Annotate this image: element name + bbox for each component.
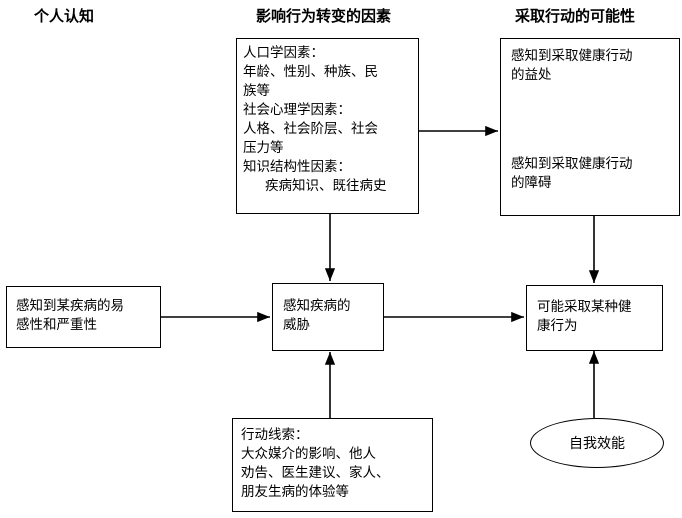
cues-text: 劝告、医生建议、家人、 [241,465,390,481]
cues-text: 大众媒介的影响、他人 [241,446,376,462]
threat-text: 感知疾病的 [283,298,351,314]
self-efficacy-ellipse: 自我效能 [530,418,664,468]
cues-text: 朋友生病的体验等 [241,484,349,500]
benefits-text: 的益处 [511,67,552,83]
cues-to-action-box: 行动线索： 大众媒介的影响、他人 劝告、医生建议、家人、 朋友生病的体验等 [232,418,433,512]
modifying-factors-line: 知识结构性因素： [243,159,351,175]
benefits-barriers-box: 感知到采取健康行动 的益处 感知到采取健康行动 的障碍 [500,38,680,216]
likelihood-of-action-box: 可能采取某种健 康行为 [526,285,663,351]
barriers-text: 的障碍 [511,175,552,191]
modifying-factors-line: 年龄、性别、种族、民 [243,64,378,80]
modifying-factors-line: 族等 [243,83,270,99]
modifying-factors-line: 社会心理学因素： [243,102,351,118]
modifying-factors-line: 人口学因素： [243,45,324,61]
susceptibility-text: 感性和严重性 [16,317,97,333]
barriers-text: 感知到采取健康行动 [511,156,633,172]
action-text: 康行为 [537,318,578,334]
susceptibility-severity-box: 感知到某疾病的易 感性和严重性 [6,286,161,348]
perceived-threat-box: 感知疾病的 威胁 [272,283,384,351]
modifying-factors-line: 疾病知识、既往病史 [265,178,387,194]
action-text: 可能采取某种健 [537,299,632,315]
column-heading-likelihood-of-action: 采取行动的可能性 [515,7,636,25]
cues-text: 行动线索： [241,427,309,443]
susceptibility-text: 感知到某疾病的易 [16,298,124,314]
modifying-factors-box: 人口学因素： 年龄、性别、种族、民 族等 社会心理学因素： 人格、社会阶层、社会… [236,38,419,214]
column-heading-individual-perceptions: 个人认知 [34,7,95,25]
column-heading-modifying-factors: 影响行为转变的因素 [256,7,392,25]
threat-text: 威胁 [283,317,310,333]
self-efficacy-text: 自我效能 [569,436,625,452]
benefits-text: 感知到采取健康行动 [511,48,633,64]
modifying-factors-line: 人格、社会阶层、社会 [243,121,378,137]
modifying-factors-line: 压力等 [243,140,284,156]
